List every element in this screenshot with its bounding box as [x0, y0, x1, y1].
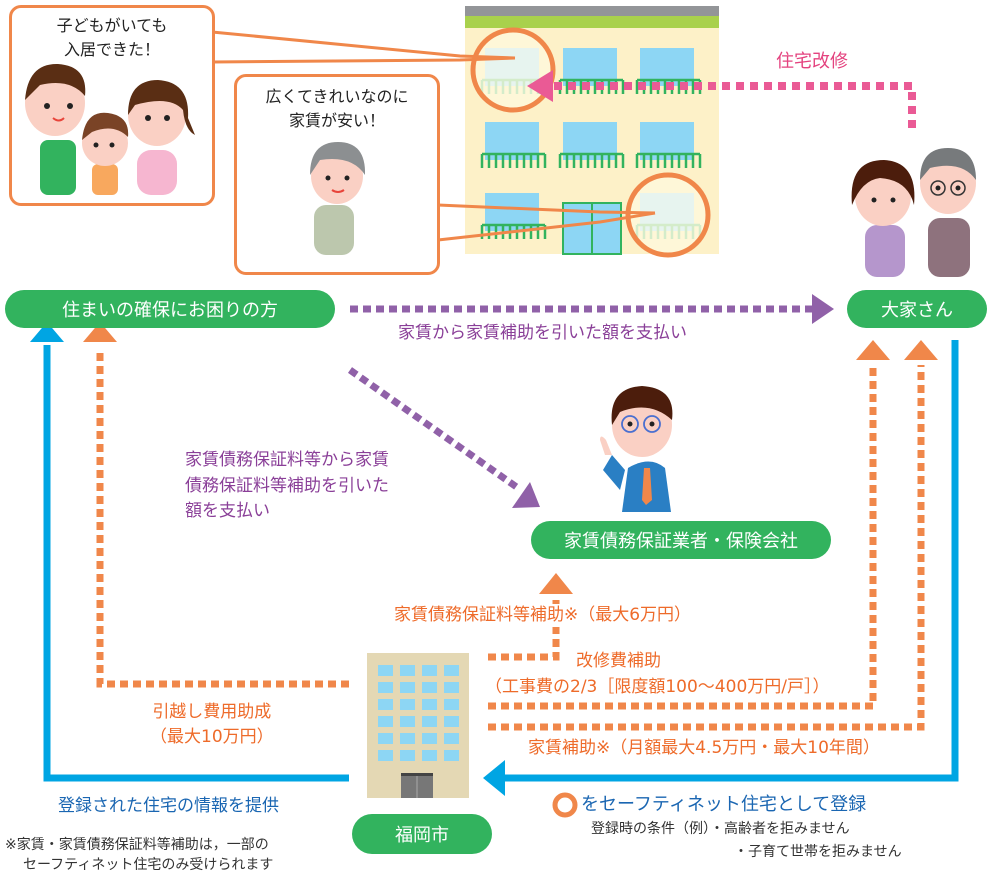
city-hall-building-icon [367, 653, 469, 798]
renovation-arrow [527, 70, 916, 128]
city-hall-window [422, 699, 437, 710]
city-hall-window [400, 750, 415, 761]
register-label: をセーフティネット住宅として登録 [581, 794, 867, 815]
city-hall-window [422, 716, 437, 727]
city-hall-window [400, 682, 415, 693]
rent-subsidy-arrow [488, 340, 938, 731]
elder-speech-bubble: 広くてきれいなのに 家賃が安い！ [234, 74, 440, 275]
guarantor-staff-illustration [600, 386, 673, 512]
guarantee-payment-label: 家賃債務保証料等から家賃 債務保証料等補助を引いた 額を支払い [185, 448, 389, 525]
moving-subsidy-detail: （最大10万円） [150, 726, 274, 747]
orange-circle-icon [552, 792, 578, 818]
city-hall-window [400, 665, 415, 676]
city-hall-window [422, 665, 437, 676]
moving-subsidy-label: 引越し費用助成 （最大10万円） [150, 700, 274, 749]
city-pill: 福岡市 [352, 814, 492, 854]
guarantee-payment-line3: 額を支払い [185, 501, 270, 521]
elder-bubble-line1: 広くてきれいなのに [265, 87, 409, 106]
city-hall-window [444, 682, 459, 693]
city-hall-window [378, 716, 393, 727]
city-hall-window [400, 733, 415, 744]
city-hall-window [378, 750, 393, 761]
renovation-label: 住宅改修 [776, 51, 848, 72]
city-hall-window [444, 750, 459, 761]
city-hall-window [378, 699, 393, 710]
info-provide-arrow [30, 322, 349, 782]
renovation-subsidy-arrow [488, 340, 890, 710]
balcony-railing [558, 152, 625, 168]
bubble-pointer-lines [211, 30, 656, 242]
footnote-line1: ※家賃・家賃債務保証料等補助は，一部の [5, 837, 269, 853]
landlord-couple-illustration [851, 148, 976, 277]
balcony-railing [480, 152, 547, 168]
guarantee-payment-arrow [347, 367, 540, 508]
conditions-line1: 登録時の条件（例）・高齢者を拒みません [591, 821, 850, 837]
guarantor-pill: 家賃債務保証業者・保険会社 [531, 521, 831, 559]
elder-bubble-line2: 家賃が安い！ [288, 111, 385, 130]
city-hall-window [444, 716, 459, 727]
city-hall-window [422, 682, 437, 693]
city-hall-window [400, 699, 415, 710]
city-hall-window [400, 716, 415, 727]
tenant-pill: 住まいの確保にお困りの方 [5, 290, 335, 328]
moving-subsidy-title: 引越し費用助成 [152, 702, 272, 722]
register-arrow [483, 340, 959, 796]
renovation-subsidy-title: 改修費補助 [576, 651, 661, 671]
guarantee-payment-line2: 債務保証料等補助を引いた [185, 475, 389, 496]
rent-payment-arrow [350, 294, 834, 324]
footnote: ※家賃・家賃債務保証料等補助は，一部の セーフティネット住宅のみ受けられます [5, 835, 273, 876]
family-speech-bubble: 子どもがいても 入居できた！ [9, 5, 215, 206]
landlord-pill: 大家さん [847, 290, 987, 328]
city-hall-window [444, 665, 459, 676]
city-hall-window [378, 665, 393, 676]
info-provide-label: 登録された住宅の情報を提供 [58, 796, 279, 816]
guarantee-subsidy-label: 家賃債務保証料等補助※（最大6万円） [394, 604, 692, 627]
city-hall-window [444, 699, 459, 710]
family-bubble-line2: 入居できた！ [63, 40, 160, 59]
renovation-subsidy-detail: （工事費の2/3［限度額100～400万円/戸］） [485, 676, 830, 699]
city-hall-window [422, 750, 437, 761]
rent-payment-label: 家賃から家賃補助を引いた額を支払い [398, 323, 687, 343]
conditions-line2: ・子育て世帯を拒みません [734, 844, 902, 860]
apartment-building-illustration [465, 6, 719, 258]
city-hall-window [422, 733, 437, 744]
guarantee-payment-line1: 家賃債務保証料等から家賃 [185, 450, 389, 470]
city-hall-window [378, 733, 393, 744]
city-hall-window [444, 733, 459, 744]
rent-subsidy-label: 家賃補助※（月額最大4.5万円・最大10年間） [528, 738, 880, 758]
family-bubble-line1: 子どもがいても [56, 16, 168, 35]
city-hall-window [378, 682, 393, 693]
moving-subsidy-arrow [83, 322, 349, 688]
footnote-line2: セーフティネット住宅のみ受けられます [23, 857, 274, 874]
balcony-railing [635, 152, 702, 168]
